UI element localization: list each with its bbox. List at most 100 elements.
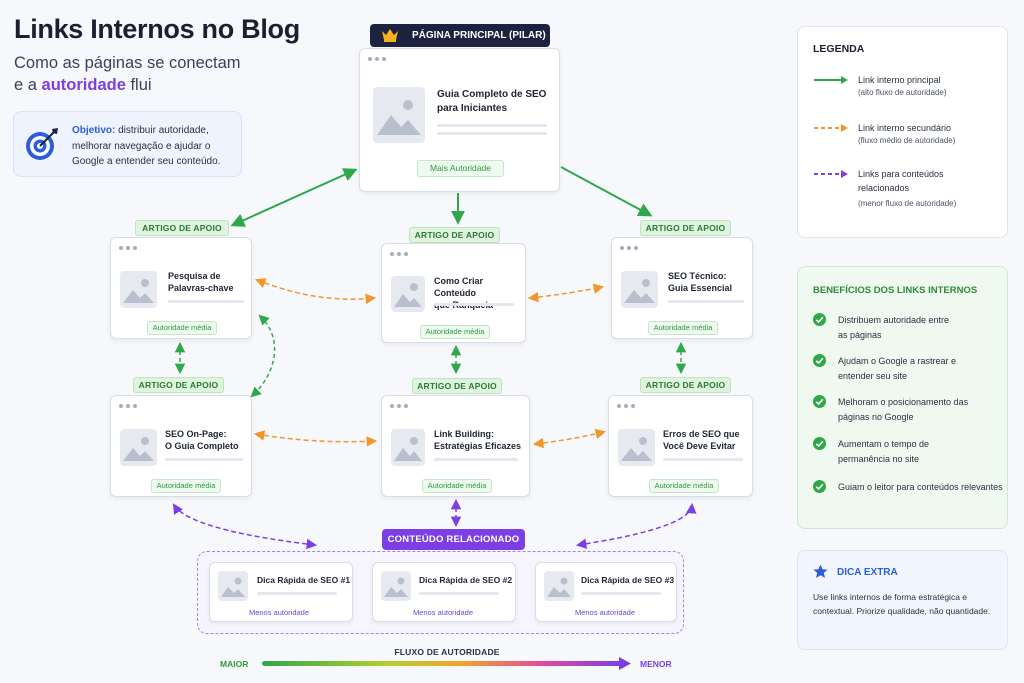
- image-placeholder-icon: [544, 571, 574, 601]
- arrow-right-icon: [814, 124, 848, 132]
- support-badge: Autoridade média: [422, 479, 492, 493]
- flow-right-label: MENOR: [640, 659, 672, 669]
- star-icon: [813, 564, 828, 578]
- pillar-title-line-1: Guia Completo de SEO: [437, 89, 547, 100]
- window-dots: [390, 252, 418, 258]
- link-pillar-to-keywords: [230, 168, 358, 227]
- support-badge: Autoridade média: [420, 325, 490, 339]
- flow-label: FLUXO DE AUTORIDADE: [394, 647, 500, 657]
- link-onpage-related: [172, 503, 318, 550]
- related-card-2[interactable]: Dica Rápida de SEO #2 Menos autoridade: [372, 562, 516, 622]
- subtitle-post: flui: [125, 76, 152, 94]
- window-dots: [617, 404, 645, 410]
- legend-item-note: (alto fluxo de autoridade): [858, 88, 947, 97]
- image-placeholder-icon: [120, 429, 157, 466]
- subtitle-accent: autoridade: [41, 76, 126, 94]
- pillar-card[interactable]: Guia Completo de SEO para Iniciantes Mai…: [359, 48, 560, 192]
- related-card-1[interactable]: Dica Rápida de SEO #1 Menos autoridade: [209, 562, 353, 622]
- arrow-right-icon: [814, 170, 848, 178]
- link-onpage-linkbuilding: [253, 430, 378, 447]
- image-placeholder-icon: [391, 276, 425, 312]
- pillar-title: Guia Completo de SEO para Iniciantes: [437, 88, 557, 116]
- check-circle-icon: [813, 354, 826, 367]
- legend-item-label: Link interno principal: [858, 75, 941, 85]
- check-circle-icon: [813, 395, 826, 408]
- text-line: [168, 300, 244, 303]
- link-content-technical: [527, 283, 605, 303]
- text-line: [434, 458, 518, 461]
- text-line: [437, 124, 547, 127]
- text-line: [668, 300, 744, 303]
- target-icon: [26, 128, 58, 160]
- subtitle-line-2: e a autoridade flui: [14, 74, 241, 96]
- pillar-tag-label: PÁGINA PRINCIPAL (PILAR): [412, 30, 546, 41]
- benefit-text: Guiam o leitor para conteúdos relevantes: [838, 482, 1003, 492]
- check-circle-icon: [813, 480, 826, 493]
- subtitle-pre: e a: [14, 76, 42, 94]
- related-tag: CONTEÚDO RELACIONADO: [382, 529, 525, 550]
- arrow-right-icon: [619, 657, 631, 670]
- support-badge: Autoridade média: [649, 479, 719, 493]
- support-tag-5: ARTIGO DE APOIO: [412, 378, 502, 394]
- objective-label: Objetivo:: [72, 125, 116, 136]
- support-title: SEO Técnico:Guia Essencial: [668, 271, 733, 293]
- link-pillar-to-technical: [560, 166, 653, 217]
- check-circle-icon: [813, 437, 826, 450]
- image-placeholder-icon: [381, 571, 411, 601]
- benefit-text: Melhoram o posicionamento das páginas no…: [838, 397, 969, 422]
- text-line: [437, 132, 547, 135]
- extra-tip-panel: DICA EXTRA Use links internos de forma e…: [797, 550, 1008, 650]
- text-line: [257, 592, 337, 595]
- related-card-3[interactable]: Dica Rápida de SEO #3 Menos autoridade: [535, 562, 677, 622]
- link-keywords-onpage-curve: [250, 314, 276, 398]
- support-tag-3: ARTIGO DE APOIO: [640, 220, 731, 236]
- objective-text: Objetivo: distribuir autoridade, melhora…: [72, 123, 242, 170]
- related-badge: Menos autoridade: [412, 608, 474, 617]
- support-tag-1: ARTIGO DE APOIO: [135, 220, 229, 236]
- window-dots: [119, 246, 147, 252]
- support-card-technical[interactable]: SEO Técnico:Guia Essencial Autoridade mé…: [611, 237, 753, 339]
- text-line: [434, 303, 514, 306]
- support-badge: Autoridade média: [648, 321, 718, 335]
- support-title: SEO On-Page:O Guia Completo: [165, 429, 239, 451]
- related-title: Dica Rápida de SEO #3: [581, 575, 675, 585]
- check-circle-icon: [813, 313, 826, 326]
- support-tag-4: ARTIGO DE APOIO: [133, 377, 224, 393]
- support-card-content[interactable]: Como Criar Conteúdoque Ranqueia Autorida…: [381, 243, 526, 343]
- image-placeholder-icon: [621, 271, 658, 308]
- benefit-text: Aumentam o tempo de permanência no site: [838, 439, 930, 464]
- image-placeholder-icon: [120, 271, 157, 308]
- benefit-text: Ajudam o Google a rastrear e entender se…: [838, 356, 957, 381]
- related-title: Dica Rápida de SEO #2: [419, 575, 513, 585]
- legend-item-label: Link interno secundário: [858, 123, 952, 133]
- link-keywords-content: [255, 278, 377, 305]
- benefits-title: BENEFÍCIOS DOS LINKS INTERNOS: [813, 285, 978, 296]
- window-dots: [368, 57, 396, 63]
- legend-title: LEGENDA: [813, 43, 865, 55]
- image-placeholder-icon: [391, 429, 425, 466]
- legend-item-note: (fluxo médio de autoridade): [858, 136, 956, 145]
- legend-panel: LEGENDA Link interno principal (alto flu…: [797, 26, 1008, 238]
- image-placeholder-icon: [218, 571, 248, 601]
- page-subtitle: Como as páginas se conectam e a autorida…: [14, 52, 241, 96]
- support-title: Link Building:Estratégias Eficazes: [434, 429, 522, 451]
- legend-item-related: Links para conteúdos relacionados (menor…: [813, 167, 1003, 213]
- crown-icon: [382, 29, 398, 42]
- support-card-linkbuilding[interactable]: Link Building:Estratégias Eficazes Autor…: [381, 395, 530, 497]
- flow-gradient-bar: [262, 661, 622, 666]
- page-title: Links Internos no Blog: [14, 14, 300, 44]
- benefits-panel: BENEFÍCIOS DOS LINKS INTERNOS Distribuem…: [797, 266, 1008, 529]
- arrow-right-icon: [814, 76, 848, 84]
- objective-box: Objetivo: distribuir autoridade, melhora…: [13, 111, 242, 177]
- link-errors-related: [575, 502, 697, 549]
- support-card-onpage[interactable]: SEO On-Page:O Guia Completo Autoridade m…: [110, 395, 252, 497]
- related-title: Dica Rápida de SEO #1: [257, 575, 351, 585]
- text-line: [581, 592, 661, 595]
- pillar-badge: Mais Autoridade: [417, 160, 504, 177]
- support-tag-6: ARTIGO DE APOIO: [640, 377, 731, 393]
- legend-item-label: Links para conteúdos relacionados: [858, 169, 944, 193]
